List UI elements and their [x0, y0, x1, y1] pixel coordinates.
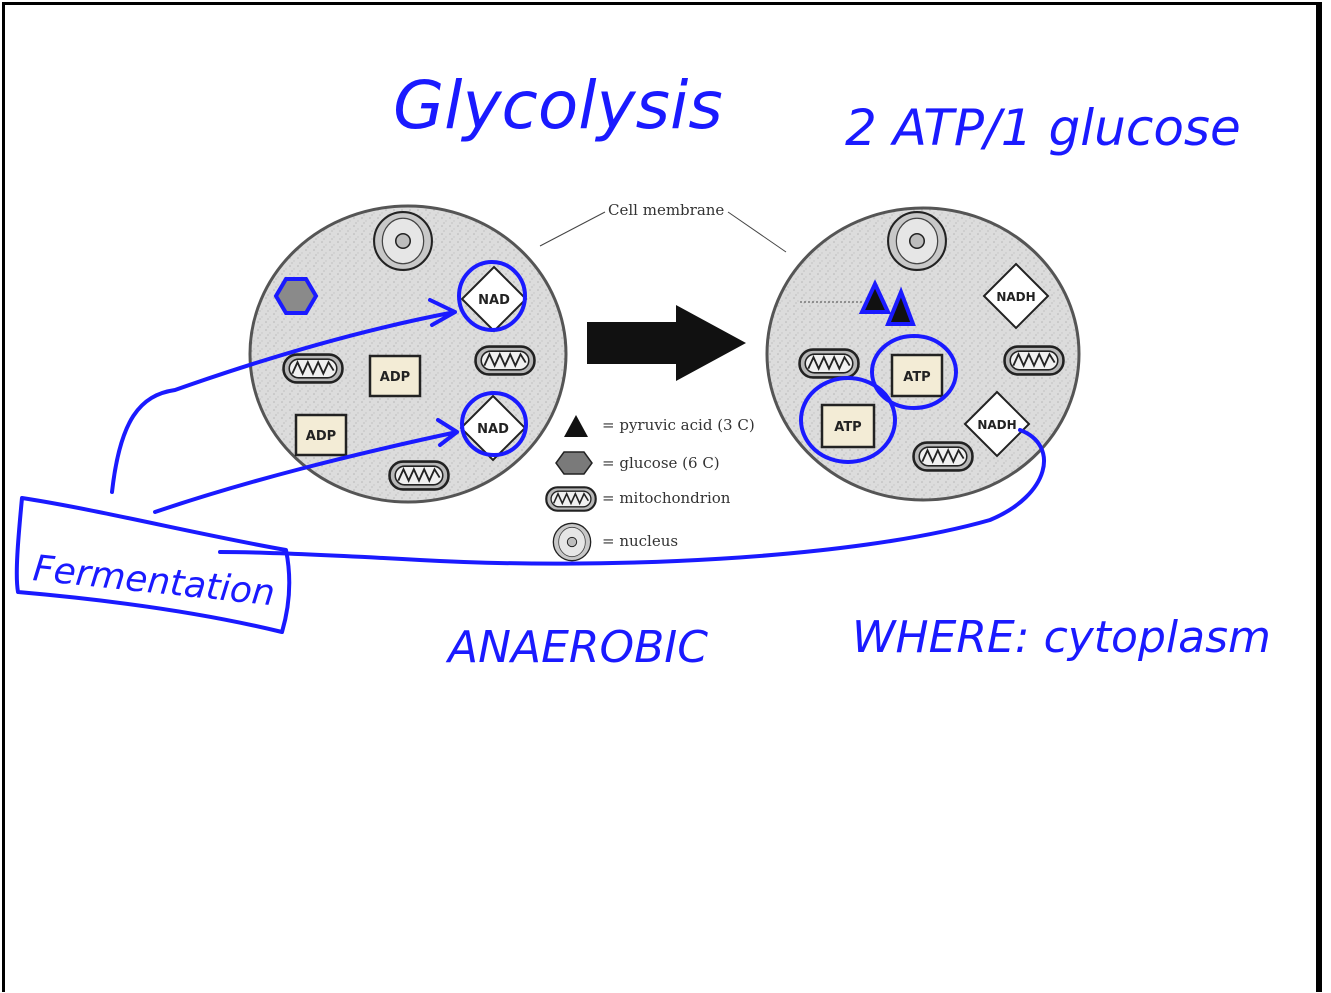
atp-label-2: ATP: [834, 420, 861, 435]
legend-glucose-text: = glucose (6 C): [602, 454, 720, 472]
legend-pyruvic-text: = pyruvic acid (3 C): [602, 416, 755, 434]
nadh-diamond-2: [963, 390, 1031, 458]
fermentation-box: [14, 496, 292, 634]
adp-box-2: [294, 413, 348, 457]
membrane-leader-right: [727, 211, 787, 253]
nucleus-icon: [887, 211, 947, 271]
mitochondrion-icon: [282, 353, 344, 384]
nucleus-icon: [373, 211, 433, 271]
atp-label-1: ATP: [903, 370, 930, 385]
legend-glucose-icon: [555, 451, 593, 475]
nad-diamond-2: [459, 394, 527, 462]
location-note: WHERE: cytoplasm: [852, 612, 1271, 663]
nadh-label-2: NADH: [977, 418, 1016, 432]
nad-label-2: NAD: [477, 422, 509, 437]
legend-nucleus-icon: [552, 522, 592, 562]
atp-box-1: [890, 353, 944, 398]
legend-mitochondrion-icon: [545, 486, 597, 512]
mitochondrion-icon: [1003, 345, 1065, 376]
circle-atp-2: [799, 376, 897, 464]
anaerobic-note: ANAEROBIC: [445, 622, 708, 673]
arrow-fermentation-to-nad-2: [153, 418, 459, 514]
cell-before: NAD NAD ADP ADP: [248, 204, 568, 504]
circle-atp-1: [870, 334, 958, 410]
legend-nucleus-text: = nucleus: [602, 532, 678, 550]
glycolysis-title: Glycolysis: [393, 67, 723, 144]
legend-pyruvic-icon: [564, 415, 588, 437]
legend: = pyruvic acid (3 C) = glucose (6 C) = m…: [545, 415, 755, 562]
ink-annotations: [14, 260, 1046, 634]
arrow-fermentation-to-nad-1: [110, 298, 457, 494]
nadh-to-fermentation-curve: [218, 428, 1046, 566]
mitochondrion-icon: [474, 345, 536, 376]
cell-membrane-label: Cell membrane: [608, 201, 724, 219]
adp-label-1: ADP: [380, 370, 410, 385]
glucose-hexagon: [273, 277, 319, 315]
nadh-diamond-1: [982, 262, 1050, 330]
pyruvic-acid-triangle-1: [858, 279, 892, 314]
fermentation-label: Fermentation: [31, 548, 277, 614]
circle-nad-2: [460, 391, 528, 457]
cell-after: NADH NADH ATP ATP: [765, 206, 1081, 502]
mitochondrion-icon: [388, 460, 450, 491]
circle-nad-1: [457, 260, 527, 332]
nad-label-1: NAD: [478, 293, 510, 308]
legend-mitochondrion-text: = mitochondrion: [602, 489, 731, 507]
adp-label-2: ADP: [306, 429, 336, 444]
adp-box-1: [368, 354, 422, 398]
membrane-leader-left: [539, 211, 606, 247]
mitochondrion-icon: [798, 348, 860, 379]
atp-box-2: [820, 403, 876, 449]
process-arrow: [587, 305, 746, 381]
nadh-label-1: NADH: [996, 290, 1035, 304]
pyruvic-acid-triangle-2: [885, 286, 916, 326]
atp-yield-note: 2 ATP/1 glucose: [845, 99, 1241, 157]
mitochondrion-icon: [912, 441, 974, 472]
